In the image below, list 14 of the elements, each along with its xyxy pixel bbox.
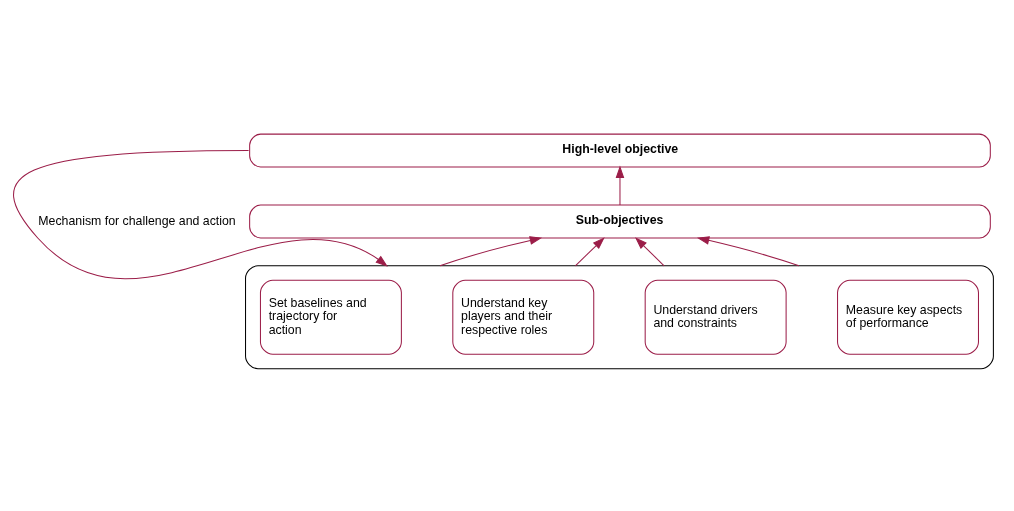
arrow	[12, 150, 388, 280]
arrow	[696, 236, 799, 267]
node-box: Measure key aspects of performance	[836, 279, 979, 355]
arrow	[615, 165, 624, 206]
node-box: Understand drivers and constraints	[644, 279, 787, 355]
cluster	[244, 265, 994, 370]
node-box: Understand key players and their respective roles	[451, 279, 594, 355]
arrow	[634, 237, 665, 267]
node-box: High-level objective	[248, 133, 991, 168]
node-box: Sub-objectives	[248, 204, 991, 239]
node-box: Set baselines and trajectory for action	[259, 279, 402, 355]
edge-label: Mechanism for challenge and action	[37, 213, 236, 228]
arrow	[574, 237, 605, 267]
arrow	[438, 236, 542, 267]
